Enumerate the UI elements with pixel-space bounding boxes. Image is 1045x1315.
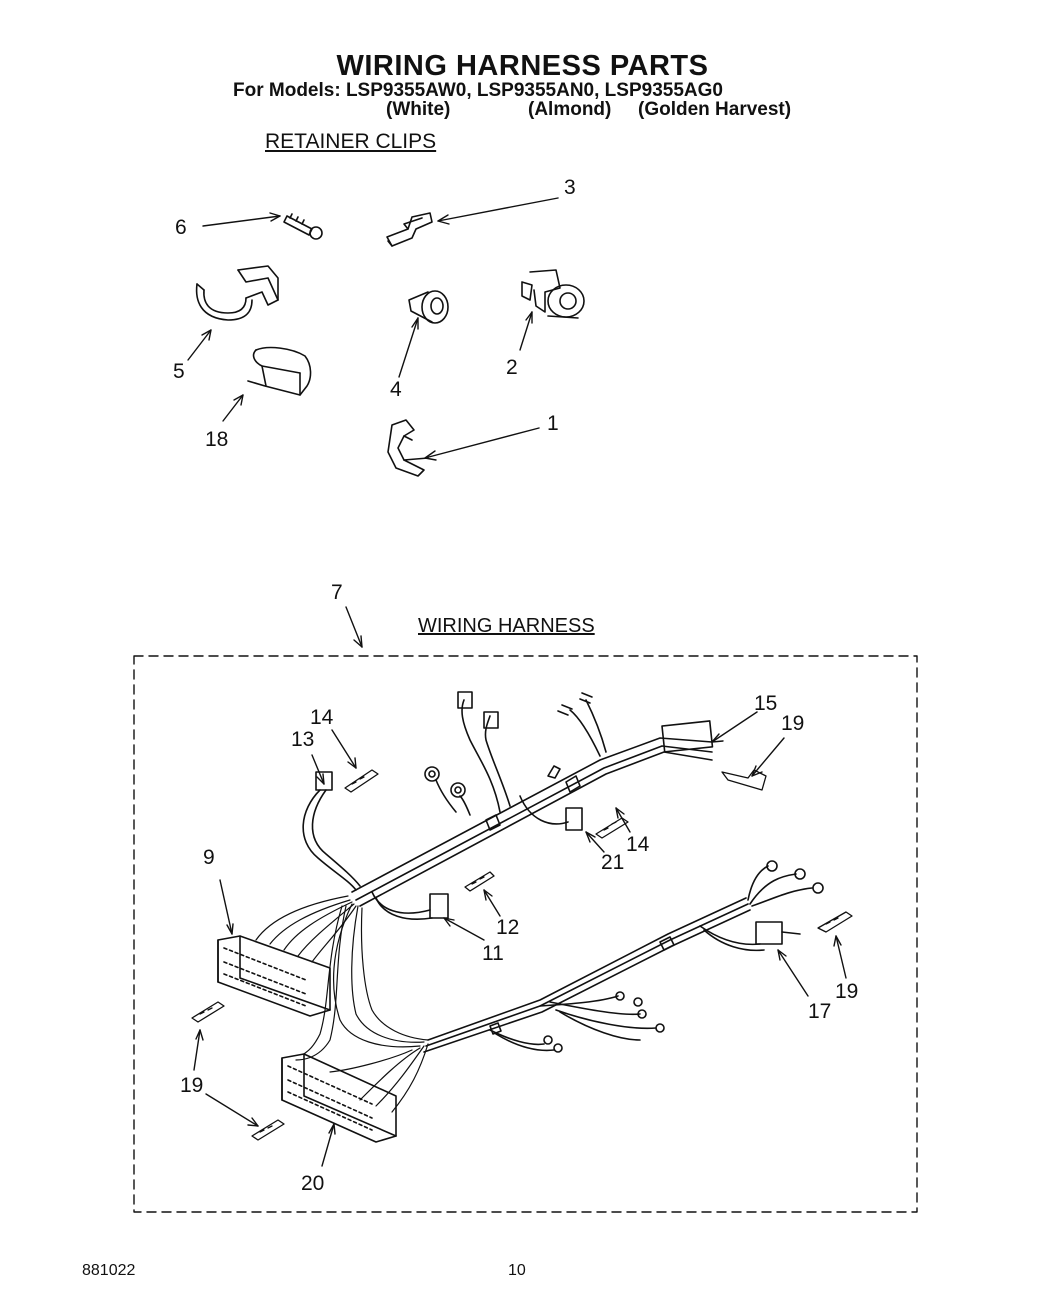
callout-12: 12 [496, 916, 520, 939]
callout-19-upper-right: 19 [781, 712, 805, 735]
color-almond: (Almond) [528, 99, 612, 120]
callout-14-upper-left: 14 [310, 706, 334, 729]
connector-21 [565, 807, 583, 831]
clip-part-3 [386, 212, 433, 247]
terminals [191, 769, 853, 1141]
callout-17: 17 [808, 1000, 832, 1023]
connector-17 [755, 921, 783, 945]
connector-13 [315, 771, 333, 791]
callout-5: 5 [173, 360, 185, 383]
harness-lower-bundle [255, 895, 429, 1113]
connector-20 [281, 1053, 397, 1143]
models-line: For Models: LSP9355AW0, LSP9355AN0, LSP9… [233, 80, 723, 101]
clip-part-1 [387, 419, 429, 477]
section-title-retainer-clips: RETAINER CLIPS [265, 130, 437, 153]
callout-1: 1 [547, 412, 559, 435]
doc-number: 881022 [82, 1262, 136, 1279]
page-title: WIRING HARNESS PARTS [336, 50, 709, 82]
callout-19-left: 19 [180, 1074, 204, 1097]
clip-part-2 [521, 269, 585, 319]
callout-2: 2 [506, 356, 518, 379]
clip-part-4 [408, 290, 449, 324]
callout-6: 6 [175, 216, 187, 239]
callout-7: 7 [331, 581, 343, 604]
callout-19-right: 19 [835, 980, 859, 1003]
callout-21: 21 [601, 851, 625, 874]
connector-15 [661, 720, 714, 753]
harness-trunk [351, 720, 714, 907]
callout-15: 15 [754, 692, 778, 715]
harness-leaders [193, 711, 847, 1167]
color-golden-harvest: (Golden Harvest) [638, 99, 792, 120]
callout-14-center: 14 [626, 833, 650, 856]
callout-11: 11 [482, 942, 504, 965]
harness-upper-branches [302, 691, 607, 920]
callout-20: 20 [301, 1172, 325, 1195]
color-white: (White) [386, 99, 451, 120]
harness-lower-trunk [423, 860, 824, 1053]
connector-a [457, 691, 473, 709]
callout-18: 18 [205, 428, 229, 451]
section-title-wiring-harness: WIRING HARNESS [418, 615, 595, 637]
clip-part-18 [247, 346, 312, 396]
connector-b [483, 711, 499, 729]
clip-part-5 [195, 265, 279, 321]
harness-frame [133, 655, 918, 1213]
callout-4: 4 [390, 378, 402, 401]
retainer-clip-leaders [187, 197, 559, 461]
callout-13: 13 [291, 728, 315, 751]
connector-9 [217, 935, 331, 1017]
page-number: 10 [508, 1262, 526, 1279]
callout-3: 3 [564, 176, 576, 199]
connector-11 [429, 893, 449, 919]
clip-part-6 [283, 213, 323, 240]
callout-9: 9 [203, 846, 215, 869]
